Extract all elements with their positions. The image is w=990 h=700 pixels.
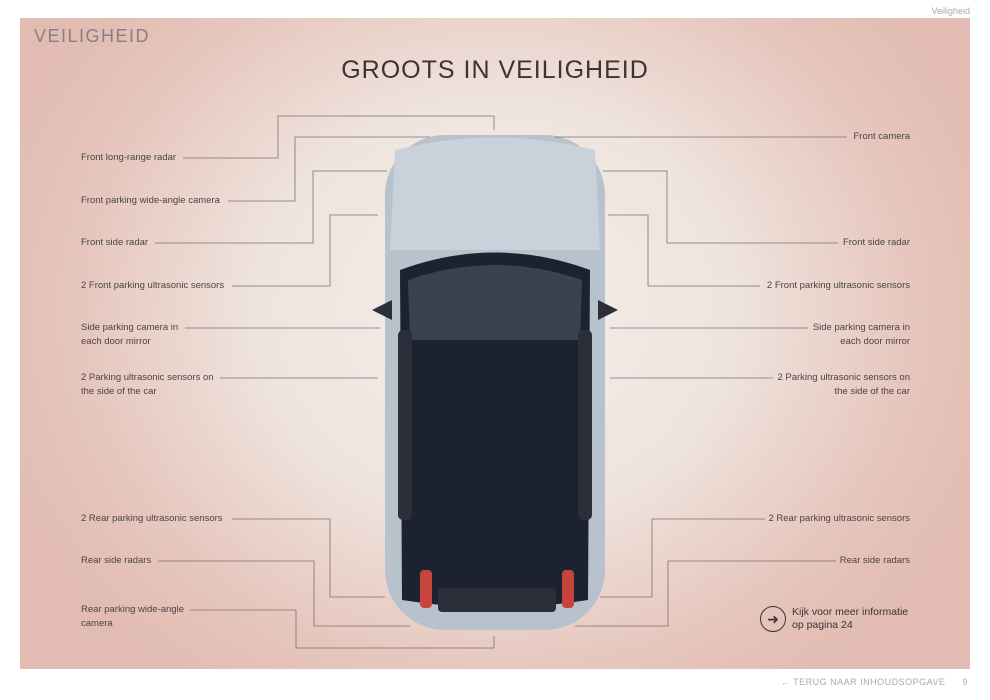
label-rear-ultrasonic-right: 2 Rear parking ultrasonic sensors	[768, 513, 910, 524]
footer: ← TERUG NAAR INHOUDSOPGAVE 9	[781, 677, 968, 687]
label-rear-side-radars-right: Rear side radars	[839, 555, 910, 566]
header-section-label: Veiligheid	[931, 6, 970, 16]
label-front-ultrasonic-right: 2 Front parking ultrasonic sensors	[766, 280, 910, 291]
callout-lines	[155, 115, 847, 649]
label-line: camera	[81, 618, 113, 629]
label-line: the side of the car	[81, 386, 157, 397]
cta-line: op pagina 24	[792, 619, 853, 631]
label-side-ultrasonic-right: 2 Parking ultrasonic sensors on the side …	[777, 371, 910, 399]
label-line: each door mirror	[81, 336, 151, 347]
label-side-camera-right: Side parking camera in each door mirror	[813, 321, 910, 349]
cta-line: Kijk voor meer informatie	[792, 606, 909, 618]
label-line: Side parking camera in	[81, 322, 179, 333]
label-front-parking-camera: Front parking wide-angle camera	[81, 195, 220, 206]
label-front-side-radar-left: Front side radar	[81, 237, 149, 248]
label-side-camera-left: Side parking camera in each door mirror	[81, 321, 178, 349]
label-line: Side parking camera in	[812, 322, 910, 333]
label-line: the side of the car	[834, 386, 910, 397]
arrow-right-circle-icon: ➜	[760, 606, 786, 632]
label-front-camera: Front camera	[853, 131, 911, 142]
label-side-ultrasonic-left: 2 Parking ultrasonic sensors on the side …	[81, 371, 214, 399]
car-top-view	[372, 135, 618, 630]
label-line: Rear parking wide-angle	[81, 604, 184, 615]
label-line: 2 Parking ultrasonic sensors on	[81, 372, 214, 383]
content-panel: VEILIGHEID GROOTS IN VEILIGHEID	[20, 18, 970, 669]
label-rear-camera: Rear parking wide-angle camera	[81, 603, 184, 631]
label-line: each door mirror	[840, 336, 910, 347]
page-title: GROOTS IN VEILIGHEID	[341, 56, 649, 84]
label-rear-side-radars-left: Rear side radars	[81, 555, 152, 566]
page-number: 9	[962, 677, 968, 687]
car-diagram	[155, 115, 847, 649]
back-to-contents-link[interactable]: ← TERUG NAAR INHOUDSOPGAVE	[780, 677, 946, 687]
label-front-ultrasonic-left: 2 Front parking ultrasonic sensors	[81, 280, 225, 291]
label-rear-ultrasonic-left: 2 Rear parking ultrasonic sensors	[81, 513, 223, 524]
label-front-side-radar-right: Front side radar	[842, 237, 910, 248]
label-line: 2 Parking ultrasonic sensors on	[777, 372, 910, 383]
label-front-long-range-radar: Front long-range radar	[81, 152, 177, 163]
section-title: VEILIGHEID	[34, 26, 151, 46]
